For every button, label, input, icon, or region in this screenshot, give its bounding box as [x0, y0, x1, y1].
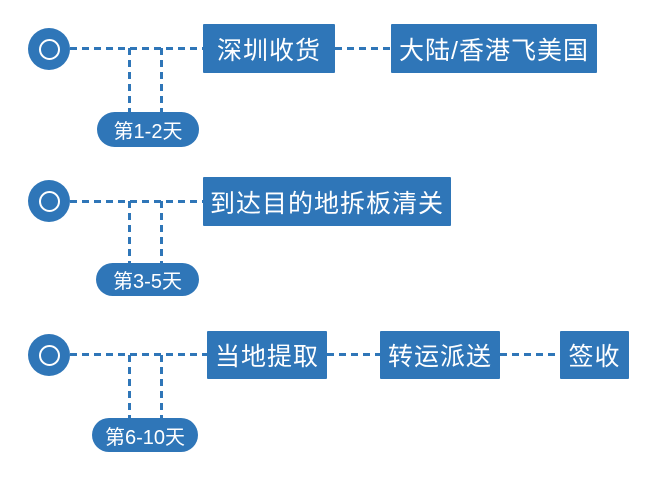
stage-node-icon — [28, 334, 70, 376]
day-range-pill: 第3-5天 — [96, 263, 199, 296]
step-box: 签收 — [560, 331, 629, 379]
connector-line — [160, 355, 163, 419]
connector-line — [70, 47, 203, 50]
connector-line — [70, 353, 207, 356]
connector-line — [500, 353, 560, 356]
day-range-pill: 第1-2天 — [97, 112, 199, 147]
day-range-pill: 第6-10天 — [92, 418, 198, 452]
connector-line — [160, 201, 163, 263]
step-box: 转运派送 — [380, 331, 500, 379]
connector-line — [128, 355, 131, 419]
step-box: 深圳收货 — [203, 24, 335, 73]
circle-ring-icon — [38, 38, 60, 60]
stage-node-icon — [28, 180, 70, 222]
stage-node-icon — [28, 28, 70, 70]
step-box: 当地提取 — [207, 331, 327, 379]
connector-line — [128, 48, 131, 112]
connector-line — [128, 201, 131, 263]
circle-ring-icon — [38, 190, 60, 212]
connector-line — [70, 200, 203, 203]
connector-line — [160, 48, 163, 112]
step-box: 大陆/香港飞美国 — [391, 24, 597, 73]
connector-line — [327, 353, 380, 356]
circle-ring-icon — [38, 344, 60, 366]
connector-line — [335, 47, 391, 50]
step-box: 到达目的地拆板清关 — [203, 177, 451, 226]
